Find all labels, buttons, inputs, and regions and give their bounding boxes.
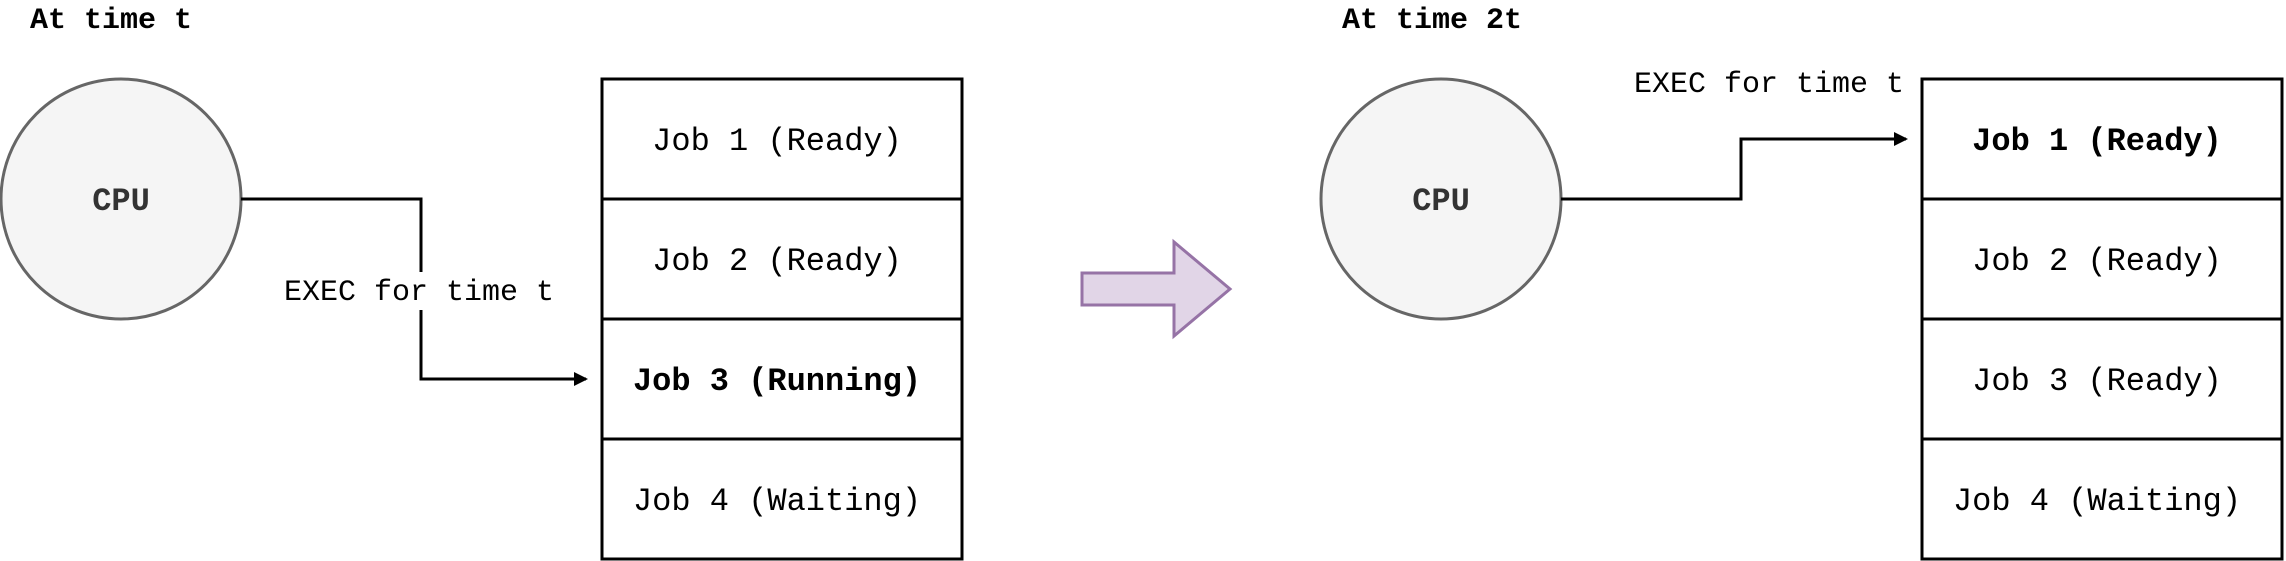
right-job-stack: Job 1 (Ready) Job 2 (Ready) Job 3 (Ready… [1920, 77, 2284, 561]
left-job-label-3: Job 3 (Running) [633, 363, 921, 400]
right-job-cell-1 [1920, 77, 2284, 201]
left-job-label-4: Job 4 (Waiting) [633, 483, 921, 520]
left-job-label-1: Job 1 (Ready) [652, 123, 902, 160]
right-job-label-4: Job 4 (Waiting) [1953, 483, 2241, 520]
left-cpu-label: CPU [92, 183, 150, 220]
right-job-label-2: Job 2 (Ready) [1972, 243, 2222, 280]
left-edge-label-bg [270, 272, 568, 310]
left-job-cell-4 [600, 437, 964, 561]
left-panel-title: At time t [30, 4, 192, 38]
left-job-cell-3 [600, 317, 964, 441]
left-job-label-2: Job 2 (Ready) [652, 243, 902, 280]
right-job-label-1: Job 1 (Ready) [1972, 123, 2222, 160]
right-panel: At time 2t CPU EXEC for time t Job 1 (Re… [1319, 4, 2284, 561]
right-panel-title: At time 2t [1342, 4, 1522, 38]
right-job-cell-4 [1920, 437, 2284, 561]
left-edge-label: EXEC for time t [284, 276, 554, 310]
right-job-cell-2 [1920, 197, 2284, 321]
right-job-label-3: Job 3 (Ready) [1972, 363, 2222, 400]
right-exec-connector [1561, 132, 1908, 201]
left-job-stack: Job 1 (Ready) Job 2 (Ready) Job 3 (Runni… [600, 77, 964, 561]
right-edge-label: EXEC for time t [1634, 68, 1904, 102]
transition-arrow [1080, 238, 1233, 340]
right-cpu-label: CPU [1412, 183, 1470, 220]
right-job-cell-3 [1920, 317, 2284, 441]
left-panel: At time t CPU EXEC for time t Job 1 (Rea… [0, 4, 964, 561]
left-job-cell-2 [600, 197, 964, 321]
